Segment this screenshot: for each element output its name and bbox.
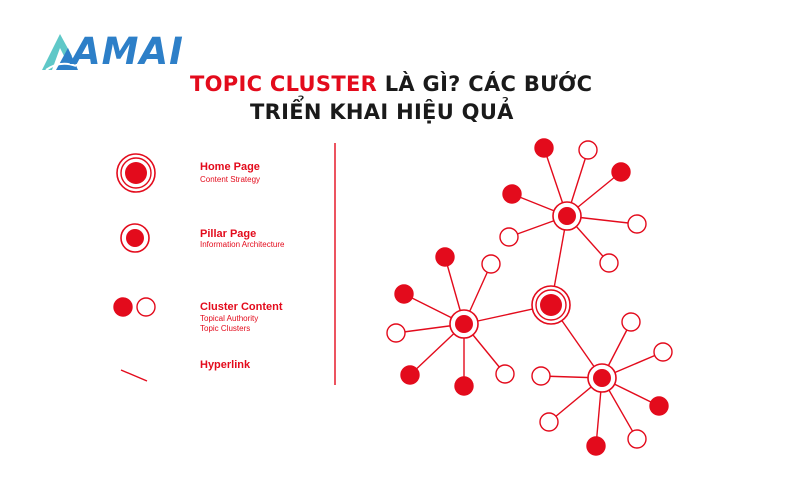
pillar-left-cluster-node-4 — [386, 323, 406, 343]
legend-hyperlink-line — [120, 369, 148, 382]
pillar-right-cluster-node-1 — [621, 312, 641, 332]
legend-cluster-node-filled — [113, 297, 133, 317]
pillar-top-cluster-node-7 — [599, 253, 619, 273]
pillar-top-cluster-node-4 — [502, 184, 522, 204]
pillar-right-cluster-node-5 — [539, 412, 559, 432]
pillar-right-cluster-node-7 — [586, 436, 606, 456]
legend-home-node-core — [125, 162, 147, 184]
legend-pillar-node-core — [126, 229, 144, 247]
pillar-top-cluster-node-3 — [611, 162, 631, 182]
pillar-left-node-core — [455, 315, 473, 333]
title-rest: LÀ GÌ? CÁC BƯỚC — [377, 72, 593, 96]
pillar-right-cluster-node-4 — [649, 396, 669, 416]
pillar-top-cluster-node-1 — [534, 138, 554, 158]
pillar-right-cluster-node-3 — [531, 366, 551, 386]
pillar-top-cluster-node-6 — [499, 227, 519, 247]
pillar-left-cluster-node-7 — [495, 364, 515, 384]
pillar-left-cluster-node-1 — [435, 247, 455, 267]
legend-pillar-sub: Information Architecture — [200, 240, 285, 249]
pillar-left-cluster-node-2 — [481, 254, 501, 274]
legend-cluster-label: Cluster Content — [200, 301, 283, 313]
legend-home-label: Home Page — [200, 161, 260, 173]
legend-home-sub: Content Strategy — [200, 175, 261, 184]
pillar-right-node-core — [593, 369, 611, 387]
legend-pillar-label: Pillar Page — [200, 228, 257, 240]
pillar-right-cluster-node-6 — [627, 429, 647, 449]
amai-logo-mark — [42, 34, 78, 71]
pillar-top-node-core — [558, 207, 576, 225]
pillar-top-cluster-node-5 — [627, 214, 647, 234]
pillar-right-cluster-node-2 — [653, 342, 673, 362]
title-highlight: TOPIC CLUSTER — [190, 72, 378, 96]
pillar-top-cluster-node-2 — [578, 140, 598, 160]
page-title-line-1: TOPIC CLUSTER LÀ GÌ? CÁC BƯỚC — [190, 72, 592, 96]
pillar-left-cluster-node-3 — [394, 284, 414, 304]
legend-cluster-sub-2: Topic Clusters — [200, 324, 251, 333]
brand-name: AMAI — [72, 30, 184, 73]
home-page-node-core — [540, 294, 562, 316]
pillar-left-cluster-node-5 — [400, 365, 420, 385]
pillar-left-cluster-node-6 — [454, 376, 474, 396]
legend-cluster-node-outline — [136, 297, 156, 317]
legend-hyperlink-label: Hyperlink — [200, 359, 251, 371]
legend-cluster-sub-1: Topical Authority — [200, 314, 259, 323]
page-title-line-2: TRIỂN KHAI HIỆU QUẢ — [250, 100, 514, 124]
